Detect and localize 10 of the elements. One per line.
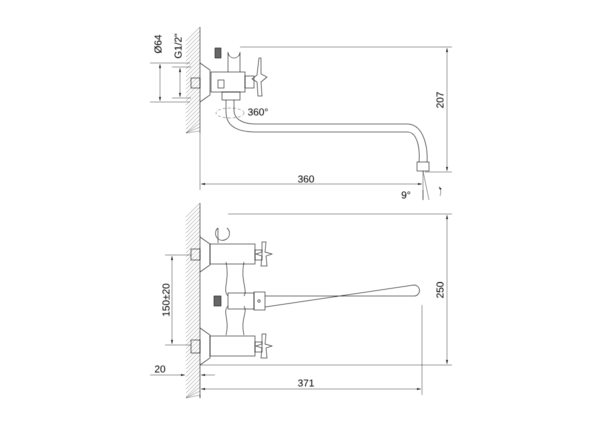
dimension-label: 150±20 — [162, 282, 170, 318]
dimension-label: 207 — [436, 91, 444, 109]
dimension-label: 9° — [400, 190, 412, 200]
dimension-label: 371 — [297, 378, 315, 388]
dimension-label: 360° — [247, 108, 269, 116]
dimension-label: 250 — [436, 281, 444, 299]
dimension-label: 20 — [154, 364, 166, 374]
dimension-label: Ø64 — [154, 34, 162, 54]
dimension-label: G1/2" — [174, 32, 182, 60]
dimension-label: 360 — [297, 174, 315, 184]
